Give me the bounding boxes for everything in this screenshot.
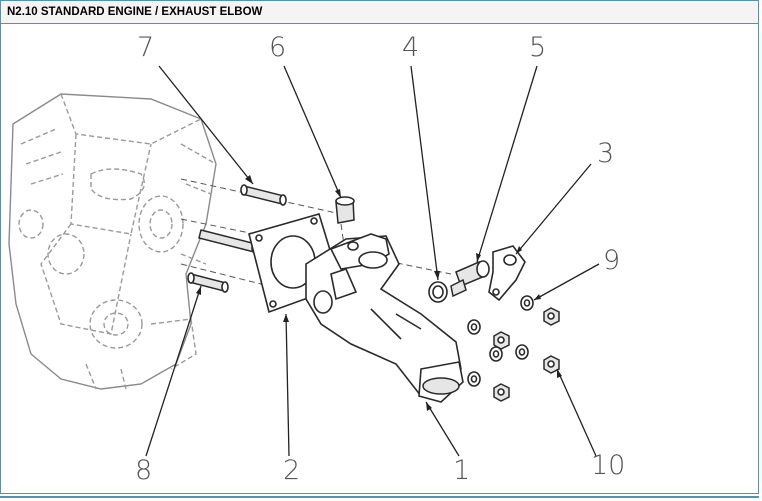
callout-9: 9 bbox=[603, 245, 620, 276]
engine-block-ghost bbox=[8, 93, 217, 390]
callout-7: 7 bbox=[137, 32, 154, 63]
exploded-view-diagram: 7 6 4 5 3 9 8 2 1 10 bbox=[8, 32, 625, 486]
bracket-3 bbox=[488, 245, 526, 302]
stud-7 bbox=[240, 184, 287, 206]
stud-8 bbox=[187, 272, 229, 293]
page-title: N2.10 STANDARD ENGINE / EXHAUST ELBOW bbox=[7, 6, 263, 18]
fitting-5 bbox=[450, 260, 490, 298]
callout-10: 10 bbox=[591, 450, 625, 481]
callout-1: 1 bbox=[453, 455, 470, 486]
callout-4: 4 bbox=[402, 32, 419, 63]
plug-6 bbox=[335, 196, 355, 224]
bottom-rule bbox=[0, 496, 759, 498]
exhaust-elbow-1 bbox=[305, 233, 464, 403]
callout-3: 3 bbox=[597, 138, 614, 169]
o-ring-4 bbox=[428, 281, 448, 303]
callout-2: 2 bbox=[283, 455, 300, 486]
leader-lines bbox=[145, 65, 600, 457]
title-bar: N2.10 STANDARD ENGINE / EXHAUST ELBOW bbox=[1, 1, 758, 24]
callout-8: 8 bbox=[135, 455, 152, 486]
washers-and-nuts bbox=[467, 295, 560, 402]
callout-5: 5 bbox=[529, 32, 546, 63]
callout-6: 6 bbox=[269, 32, 286, 63]
